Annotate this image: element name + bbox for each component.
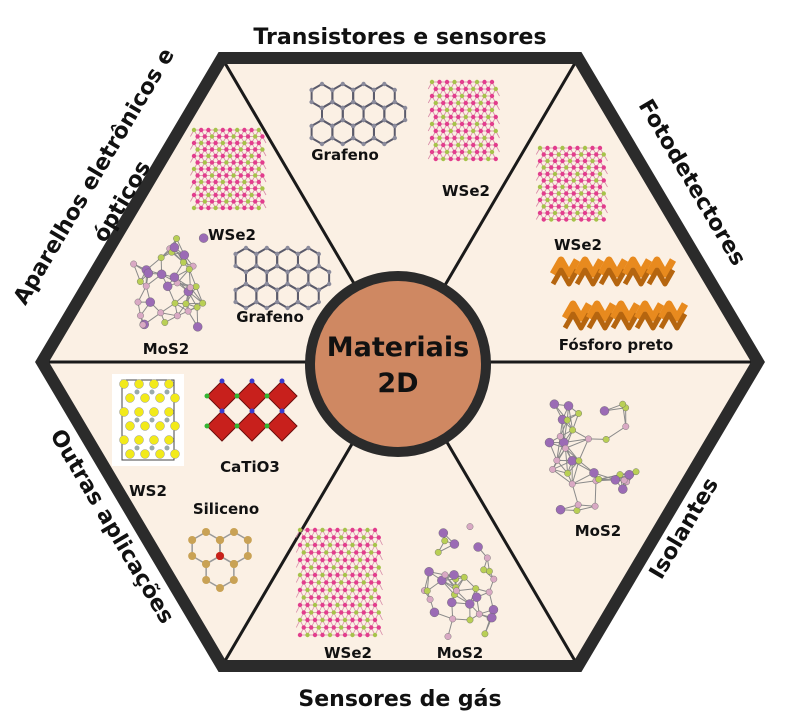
graphene-structure-icon <box>309 81 408 147</box>
material-label-wse2: WSe2 <box>554 236 602 254</box>
material-label-graphene: Grafeno <box>236 308 304 326</box>
hexagon-border <box>35 52 765 672</box>
material-label-mos2: MoS2 <box>437 644 483 662</box>
mos2-structure-icon <box>130 233 209 332</box>
wse2-structure-icon <box>295 527 383 638</box>
mos2-structure-icon <box>421 523 499 640</box>
wse2-structure-icon <box>427 79 500 162</box>
graphene-structure-icon <box>233 245 332 311</box>
material-label-graphene: Grafeno <box>311 146 379 164</box>
wse2-structure-icon <box>535 145 608 222</box>
catio3-structure-icon <box>204 378 298 442</box>
material-label-mos2: MoS2 <box>143 340 189 358</box>
material-label-catio3: CaTiO3 <box>220 458 280 476</box>
section-label-bottom: Sensores de gás <box>298 687 501 712</box>
material-label-wse2: WSe2 <box>324 644 372 662</box>
material-label-wse2: WSe2 <box>442 182 490 200</box>
ws2-structure-icon <box>112 374 184 466</box>
center-title-line2: 2D <box>377 368 418 399</box>
black-phosphorus-structure-icon <box>549 256 689 331</box>
section-label-top: Transistores e sensores <box>253 25 546 50</box>
material-label-silicene: Siliceno <box>193 500 259 518</box>
material-label-mos2: MoS2 <box>575 522 621 540</box>
silicene-structure-icon <box>188 528 252 592</box>
center-circle <box>305 271 491 457</box>
material-label-ws2: WS2 <box>129 482 167 500</box>
center-title-line1: Materiais <box>327 332 469 363</box>
material-label-black-phosphorus: Fósforo preto <box>559 336 673 354</box>
mos2-structure-icon <box>544 399 640 515</box>
material-label-wse2: WSe2 <box>208 226 256 244</box>
wse2-structure-icon <box>190 127 267 211</box>
